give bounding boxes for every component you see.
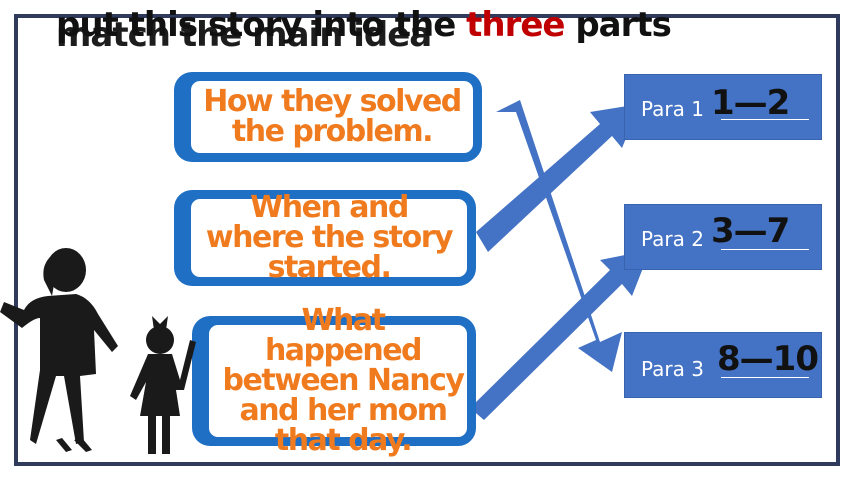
daughter-silhouette [130, 316, 196, 454]
para-2-answer: 3—7 [711, 211, 790, 251]
para-1-label: Para 1 [641, 97, 704, 121]
idea-card-solved-text: How they solved the problem. [203, 84, 462, 149]
idea-card-started[interactable]: When and where the story started. [182, 190, 476, 286]
para-1-answer: 1—2 [711, 83, 790, 123]
idea-card-happened-text: What happened between Nancy and her mom … [222, 303, 465, 458]
title-suffix: parts [575, 5, 672, 45]
title-line-front: match the main idea [56, 15, 432, 55]
para-1-blank [721, 119, 809, 120]
title-highlight: three [466, 5, 565, 45]
idea-card-solved[interactable]: How they solved the problem. [182, 72, 482, 162]
title-prefix: put this story into the [56, 5, 456, 45]
para-2-blank [721, 249, 809, 250]
arrow-card2-to-para1 [476, 104, 640, 252]
idea-card-started-text: When and where the story started. [205, 190, 454, 285]
arrow-card3-to-para2 [470, 250, 650, 420]
arrow-card1-to-para3 [496, 100, 622, 372]
para-3-answer: 8—10 [717, 339, 819, 379]
title-line-back: put this story into the three parts [56, 5, 672, 45]
mother-daughter-silhouette [0, 248, 196, 454]
para-3-blank [721, 377, 809, 378]
para-box-2[interactable]: Para 2 3—7 [624, 204, 822, 270]
mother-silhouette [0, 248, 118, 452]
idea-card-happened[interactable]: What happened between Nancy and her mom … [200, 306, 476, 456]
para-box-3[interactable]: Para 3 8—10 [624, 332, 822, 398]
para-3-label: Para 3 [641, 357, 704, 381]
para-box-1[interactable]: Para 1 1—2 [624, 74, 822, 140]
slide-frame [14, 14, 840, 466]
para-2-label: Para 2 [641, 227, 704, 251]
